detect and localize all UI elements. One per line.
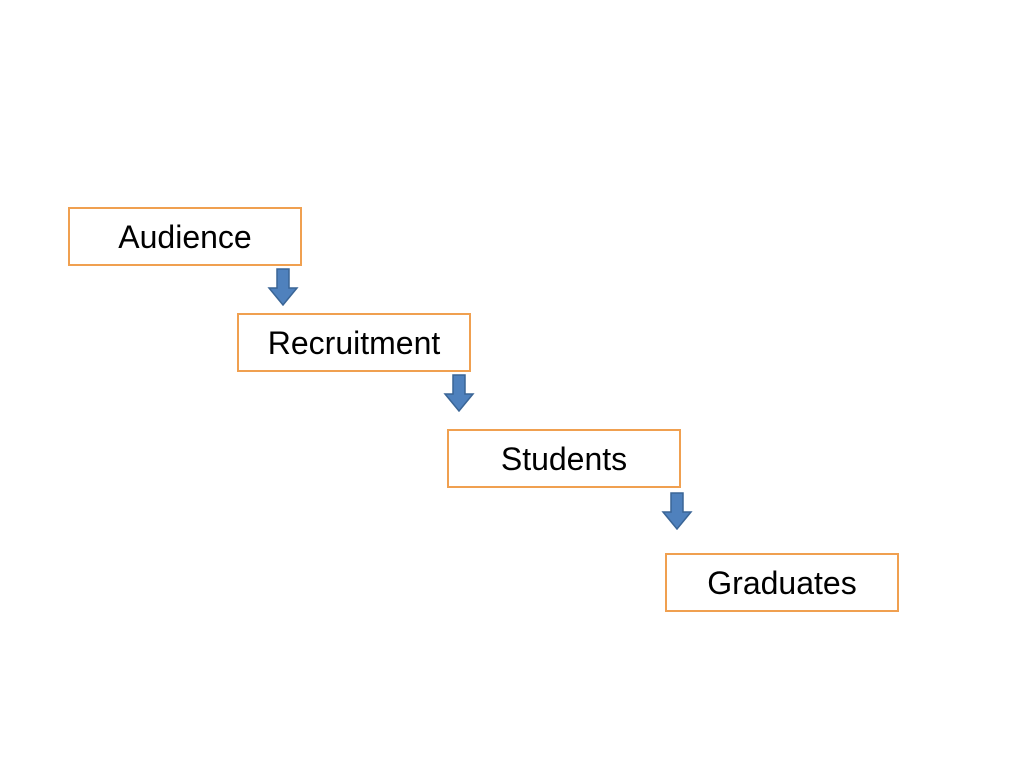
step-box-graduates: Graduates [665, 553, 899, 612]
step-box-recruitment: Recruitment [237, 313, 471, 372]
step-label-students: Students [500, 440, 628, 477]
step-box-students: Students [447, 429, 681, 488]
step-label-graduates: Graduates [707, 564, 857, 601]
down-arrow-icon [661, 492, 693, 530]
step-box-audience: Audience [68, 207, 302, 266]
down-arrow-icon [443, 374, 475, 412]
step-label-recruitment: Recruitment [267, 324, 441, 361]
down-arrow-icon [267, 268, 299, 306]
step-label-audience: Audience [118, 218, 252, 255]
